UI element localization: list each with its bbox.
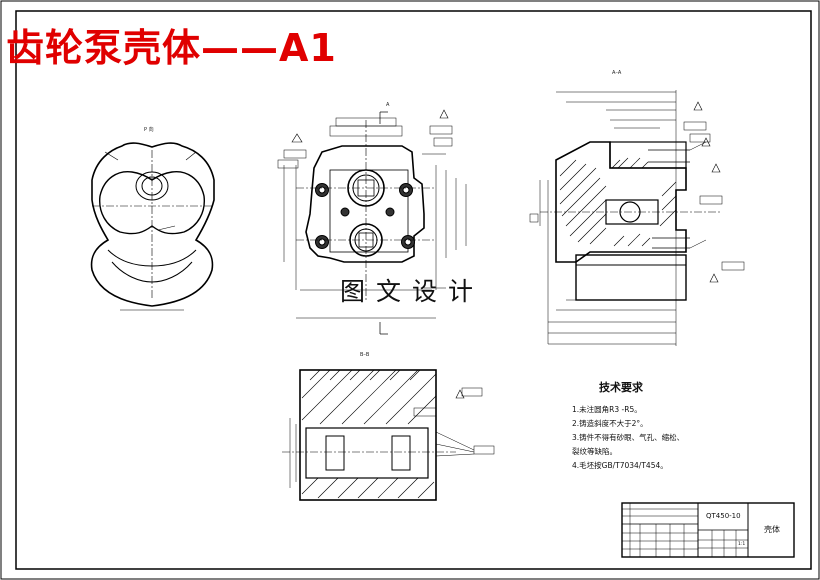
left-view-p [90, 142, 215, 311]
cut-mark-a: A [386, 102, 390, 108]
view-label-aa: A–A [612, 70, 622, 76]
view-label-bb: B–B [360, 352, 370, 358]
watermark-text: 图文设计 [340, 277, 485, 306]
section-b-b-hatching [301, 369, 437, 499]
tech-requirement-item: 3.铸件不得有砂眼、气孔、缩松、 [572, 433, 685, 442]
drawing-title: 齿轮泵壳体——A1 [6, 26, 337, 70]
view-label-p: P 向 [144, 127, 154, 133]
section-b-b-view [282, 369, 495, 501]
inner-frame [15, 10, 812, 570]
title-block-part-name: 壳体 [764, 525, 780, 534]
title-block-scale: 1:1 [738, 542, 746, 547]
tech-requirement-item: 裂纹等缺陷。 [572, 447, 617, 456]
title-block [621, 502, 795, 558]
section-a-a-hatching [559, 157, 677, 247]
section-a-a-view [529, 90, 745, 346]
front-view [277, 109, 467, 335]
tech-requirements-heading: 技术要求 [599, 381, 643, 394]
tech-requirement-item: 4.毛坯按GB/T7034/T454。 [572, 461, 668, 470]
tech-requirement-item: 1.未注圆角R3 -R5。 [572, 405, 642, 414]
title-block-drawing-no: QT450-10 [706, 512, 741, 520]
tech-requirement-item: 2.铸造斜度不大于2°。 [572, 419, 648, 428]
